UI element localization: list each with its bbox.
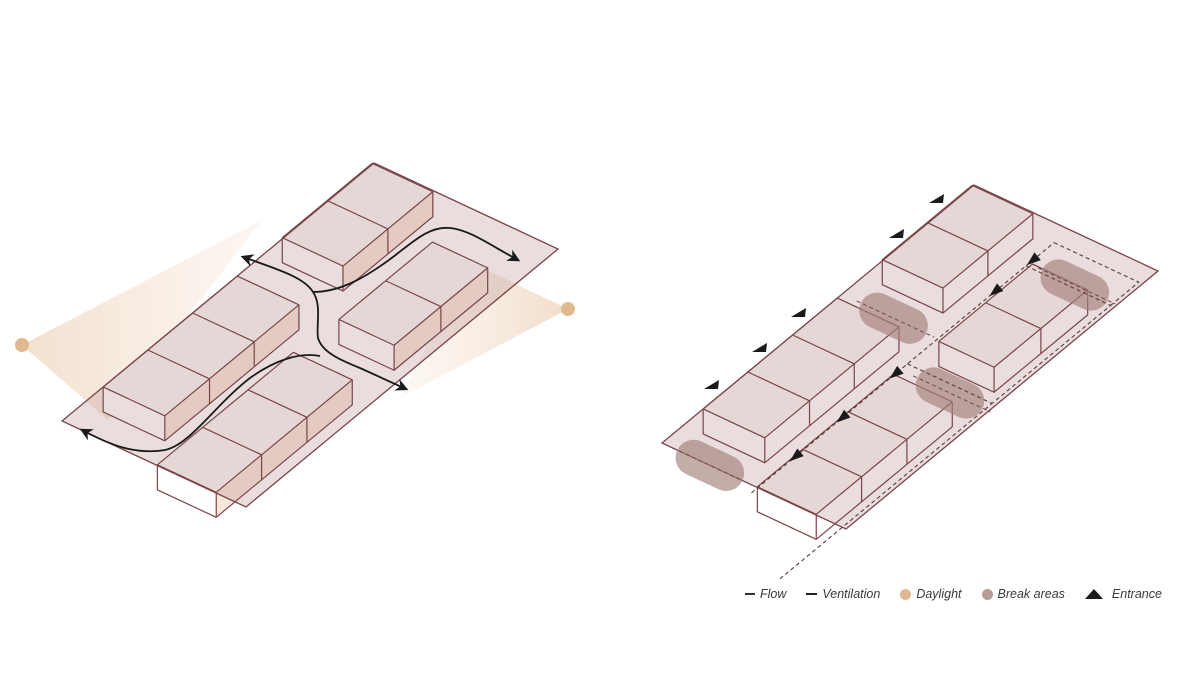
- building-end-face: [703, 408, 765, 463]
- break-area: [859, 292, 928, 344]
- legend-entrance: Entrance: [1084, 587, 1162, 601]
- building-outline: [702, 297, 900, 464]
- break-area: [915, 367, 985, 419]
- break-area-circle-icon: [981, 588, 993, 600]
- entrance-triangle-icon: [929, 194, 944, 203]
- module-divider: [326, 199, 389, 254]
- module-divider: [802, 448, 863, 502]
- module-divider: [847, 411, 908, 465]
- entrance-triangle-icon: [752, 343, 767, 352]
- legend-break-areas: Break areas: [981, 587, 1065, 601]
- building-roof: [703, 298, 899, 438]
- building-side-face: [816, 401, 953, 540]
- building-end-face: [938, 341, 995, 393]
- daylight-beam-right: [400, 262, 568, 398]
- flow-line: [1037, 267, 1116, 305]
- module-divider: [247, 389, 308, 443]
- building-end-face: [103, 386, 165, 441]
- building-side-face: [216, 379, 353, 518]
- flow-arrow-icon: [1026, 252, 1041, 266]
- legend-flow-label: Flow: [760, 587, 787, 601]
- module-divider: [926, 221, 989, 276]
- flow-line: [907, 363, 993, 404]
- flow-line: [672, 447, 751, 485]
- flow-arrow-icon: [989, 283, 1004, 297]
- ventilation-arrow: [312, 227, 521, 293]
- legend-flow: Flow: [745, 587, 786, 601]
- legend-ventilation: Ventilation: [806, 587, 880, 601]
- ventilation-arrow: [79, 354, 321, 453]
- buildings-base: [703, 185, 1088, 540]
- entrance-triangle-icon: [704, 380, 719, 389]
- legend-entrance-label: Entrance: [1111, 587, 1162, 601]
- building-side-face: [764, 326, 899, 463]
- legend-daylight: Daylight: [900, 587, 962, 601]
- entrance-triangle-icon: [889, 229, 904, 238]
- flow-line: [779, 403, 993, 580]
- flow-line: [751, 242, 1055, 494]
- flow-line: [856, 300, 935, 338]
- legend: Flow Ventilation Daylight Break areas En…: [745, 587, 1162, 601]
- ventilation-arrow: [240, 254, 409, 391]
- legend-break-areas-label: Break areas: [997, 587, 1065, 601]
- flow-break-entrance-diagram: [660, 184, 1160, 580]
- break-area: [675, 439, 745, 491]
- building-end-face: [882, 259, 943, 314]
- flow-arrow-icon: [789, 448, 804, 462]
- dashed-line-icon: [745, 593, 755, 595]
- flow-arrow-icon: [889, 365, 904, 379]
- legend-daylight-label: Daylight: [916, 587, 962, 601]
- ventilation-paths: [79, 227, 521, 453]
- module-divider: [202, 426, 263, 480]
- ventilation-daylight-diagram: [15, 162, 575, 518]
- break-area: [1040, 259, 1110, 311]
- building-end-face: [157, 464, 217, 518]
- module-divider: [985, 302, 1042, 354]
- legend-ventilation-label: Ventilation: [822, 587, 881, 601]
- module-divider: [147, 349, 211, 404]
- site-plane: [660, 184, 1160, 530]
- daylight-source-icon: [15, 338, 29, 352]
- building-outline: [881, 184, 1034, 314]
- solid-line-icon: [806, 593, 818, 595]
- building-roof: [757, 374, 953, 515]
- module-divider: [792, 334, 855, 389]
- module-divider: [747, 371, 811, 426]
- flow-line: [1053, 242, 1140, 306]
- daylight-circle-icon: [900, 588, 912, 600]
- flow-lines: [751, 242, 1140, 580]
- building-outline: [938, 263, 1089, 393]
- entrance-triangle-icon: [791, 308, 806, 317]
- entrance-triangle-icon: [1084, 589, 1103, 599]
- flow-line: [912, 375, 991, 413]
- daylight-source-icon: [561, 302, 575, 316]
- flow-arrow-icon: [836, 409, 851, 423]
- building-end-face: [757, 486, 817, 540]
- daylight-beam-left: [22, 220, 262, 420]
